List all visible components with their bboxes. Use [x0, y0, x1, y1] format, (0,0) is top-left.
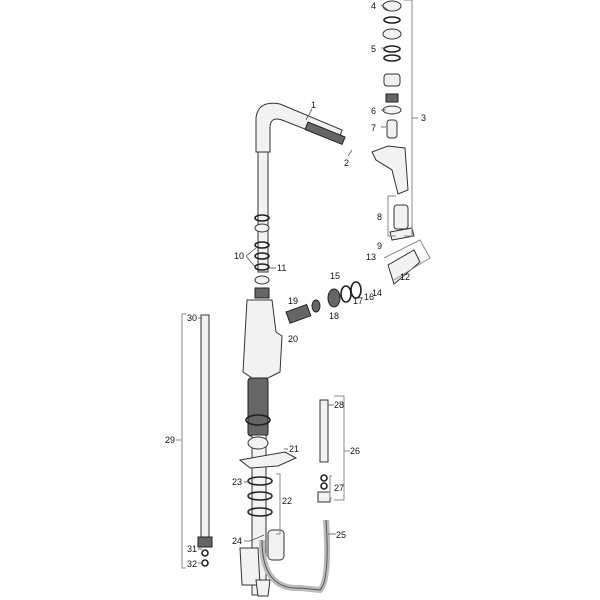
pull-out-hose [259, 519, 331, 594]
label-26: 26 [350, 446, 360, 456]
label-21: 21 [289, 444, 299, 454]
label-17: 17 [353, 296, 363, 306]
label-32: 32 [187, 559, 197, 569]
label-6: 6 [371, 106, 376, 116]
label-25: 25 [336, 530, 346, 540]
label-9: 9 [377, 241, 382, 251]
label-13: 13 [366, 252, 376, 262]
label-19: 19 [288, 296, 298, 306]
label-15: 15 [330, 271, 340, 281]
label-24: 24 [232, 536, 242, 546]
supply-hose-29 [197, 314, 213, 567]
label-8: 8 [377, 212, 382, 222]
label-14: 14 [372, 288, 382, 298]
label-4: 4 [371, 1, 376, 11]
label-31: 31 [187, 544, 197, 554]
label-11: 11 [277, 263, 286, 273]
label-22: 22 [282, 496, 292, 506]
label-18: 18 [329, 311, 339, 321]
label-10: 10 [234, 251, 244, 261]
part-labels: 1 2 3 4 5 6 7 8 9 10 11 12 13 14 15 16 1… [165, 1, 426, 569]
label-23: 23 [232, 477, 242, 487]
label-5: 5 [371, 44, 376, 54]
faucet-body [238, 299, 298, 597]
connection-hose-26 [317, 399, 331, 503]
label-30: 30 [187, 313, 197, 323]
label-20: 20 [288, 334, 298, 344]
spout [255, 102, 346, 273]
label-2: 2 [344, 158, 349, 168]
label-1: 1 [311, 100, 316, 110]
spray-head-parts [285, 0, 421, 324]
label-28: 28 [334, 400, 344, 410]
label-12: 12 [400, 272, 410, 282]
label-3: 3 [421, 113, 426, 123]
label-7: 7 [371, 123, 376, 133]
brackets [176, 0, 431, 569]
label-27: 27 [334, 483, 344, 493]
label-16: 16 [364, 292, 374, 302]
leader-lines [198, 4, 389, 564]
label-29: 29 [165, 435, 175, 445]
